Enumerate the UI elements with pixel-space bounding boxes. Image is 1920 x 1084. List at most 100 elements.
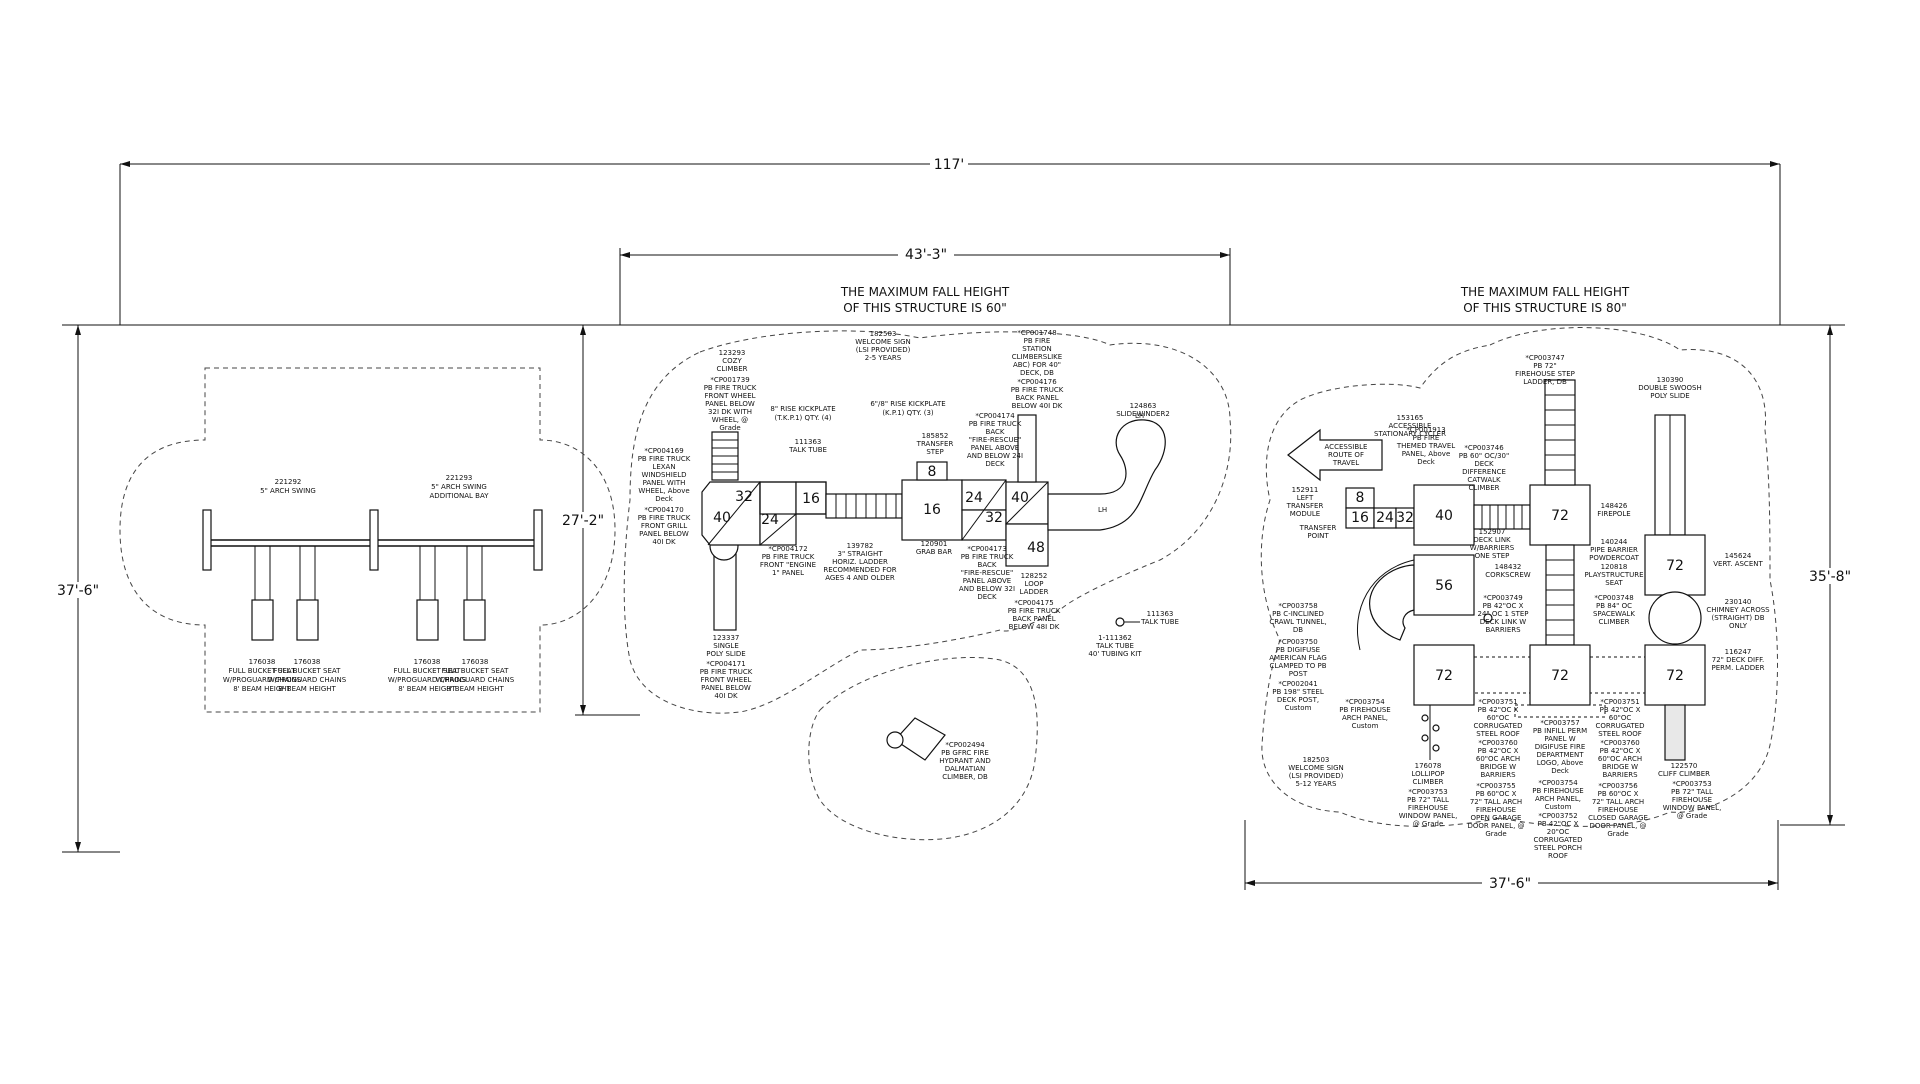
svg-text:123293: 123293 [719,349,746,357]
svg-text:CLAMPED TO PB: CLAMPED TO PB [1269,662,1326,670]
svg-text:STEEL ROOF: STEEL ROOF [1598,730,1642,738]
svg-text:FRONT GRILL: FRONT GRILL [641,522,687,530]
svg-text:*CP001739: *CP001739 [710,376,749,384]
svg-text:PB FIRE TRUCK: PB FIRE TRUCK [762,553,815,561]
deck-32a: 32 [735,489,753,505]
r-deck-72b: 72 [1666,558,1684,574]
bucket-seat-2 [296,546,319,641]
fall-height-note-middle-line2: OF THIS STRUCTURE IS 60" [843,301,1007,315]
accessible-route-arrow [1287,428,1383,482]
svg-text:PB FIRE TRUCK: PB FIRE TRUCK [1011,386,1064,394]
svg-text:LADDER, DB: LADDER, DB [1523,378,1567,386]
r-deck-24: 24 [1376,510,1394,526]
svg-text:DECK POST,: DECK POST, [1277,696,1319,704]
middle-use-zone [623,330,1232,841]
svg-text:HORIZ. LADDER: HORIZ. LADDER [832,558,888,566]
r-deck-72c: 72 [1435,668,1453,684]
svg-text:PB FIRE TRUCK: PB FIRE TRUCK [969,420,1022,428]
svg-text:152907: 152907 [1479,528,1506,536]
svg-text:TRANSFER: TRANSFER [1299,524,1337,532]
svg-text:3" STRAIGHT: 3" STRAIGHT [837,550,883,558]
svg-text:RECOMMENDED FOR: RECOMMENDED FOR [823,566,896,574]
svg-text:*CP003748: *CP003748 [1594,594,1633,602]
middle-deck-numbers: 40 32 24 16 16 8 24 32 40 48 [713,464,1045,556]
svg-text:PANEL BELOW: PANEL BELOW [705,400,755,408]
svg-text:"FIRE-RESCUE": "FIRE-RESCUE" [969,436,1022,444]
svg-text:WELCOME SIGN: WELCOME SIGN [855,338,911,346]
deck-16b: 16 [923,502,941,518]
svg-text:PANEL ABOVE: PANEL ABOVE [971,444,1019,452]
svg-text:PB 42"OC X: PB 42"OC X [1483,602,1524,610]
svg-text:W/PROGUARD CHAINS: W/PROGUARD CHAINS [388,676,467,684]
svg-text:DALMATIAN: DALMATIAN [945,765,986,773]
svg-text:TALK TUBE: TALK TUBE [1095,642,1134,650]
svg-text:@ Grade: @ Grade [1677,812,1708,820]
svg-text:(STRAIGHT) DB: (STRAIGHT) DB [1712,614,1765,622]
svg-text:*CP004171: *CP004171 [706,660,745,668]
svg-text:(K.P.1) QTY. (3): (K.P.1) QTY. (3) [882,409,934,417]
svg-text:CLIMBERSLIKE: CLIMBERSLIKE [1012,353,1062,361]
svg-text:PB 60"OC X: PB 60"OC X [1476,790,1517,798]
svg-text:Grade: Grade [719,424,740,432]
svg-text:PB 42"OC X: PB 42"OC X [1600,747,1641,755]
svg-text:BACK: BACK [986,428,1005,436]
svg-text:FIREHOUSE: FIREHOUSE [1476,806,1516,814]
svg-text:*CP004174: *CP004174 [975,412,1015,420]
svg-text:STATIONARY CYCLER: STATIONARY CYCLER [1374,430,1446,438]
svg-text:DEPARTMENT: DEPARTMENT [1537,751,1585,759]
svg-text:CLIFF CLIMBER: CLIFF CLIMBER [1658,770,1710,778]
svg-text:LEXAN: LEXAN [652,463,675,471]
svg-text:FULL BUCKET SEAT: FULL BUCKET SEAT [229,667,297,675]
svg-text:Grade: Grade [1607,830,1628,838]
svg-text:PB GFRC FIRE: PB GFRC FIRE [941,749,989,757]
svg-text:PB 42"OC X: PB 42"OC X [1478,706,1519,714]
svg-text:176078: 176078 [1415,762,1442,770]
svg-text:W/PROGUARD CHAINS: W/PROGUARD CHAINS [223,676,302,684]
svg-text:176038: 176038 [294,658,321,666]
svg-text:CORRUGATED: CORRUGATED [1473,722,1522,730]
svg-text:LADDER: LADDER [1020,588,1049,596]
svg-text:AMERICAN FLAG: AMERICAN FLAG [1269,654,1327,662]
svg-text:PANEL ABOVE: PANEL ABOVE [963,577,1011,585]
svg-text:BARRIERS: BARRIERS [1480,771,1516,779]
svg-text:1-111362: 1-111362 [1098,634,1132,642]
deck-40: 40 [713,510,731,526]
svg-text:FULL BUCKET SEAT: FULL BUCKET SEAT [394,667,462,675]
svg-text:SLIDEWINDER2: SLIDEWINDER2 [1116,410,1170,418]
svg-text:Deck: Deck [655,495,674,503]
additional-bay-text1: 5" ARCH SWING [431,483,487,491]
bucket-seat-1 [251,546,274,641]
svg-text:Custom: Custom [1285,704,1312,712]
svg-text:AND BELOW 24I: AND BELOW 24I [967,452,1023,460]
bucket-seat-4 [463,546,486,641]
svg-text:ARCH PANEL,: ARCH PANEL, [1535,795,1581,803]
slide-lh-mark-1: LH [1135,412,1144,420]
svg-text:HYDRANT AND: HYDRANT AND [939,757,990,765]
svg-text:CORKSCREW: CORKSCREW [1485,571,1530,579]
svg-text:STEP: STEP [926,448,943,456]
label-kickplate-6-8: 6"/8" RISE KICKPLATE(K.P.1) QTY. (3) [870,400,945,417]
svg-text:128252: 128252 [1021,572,1048,580]
svg-text:CORRUGATED: CORRUGATED [1533,836,1582,844]
